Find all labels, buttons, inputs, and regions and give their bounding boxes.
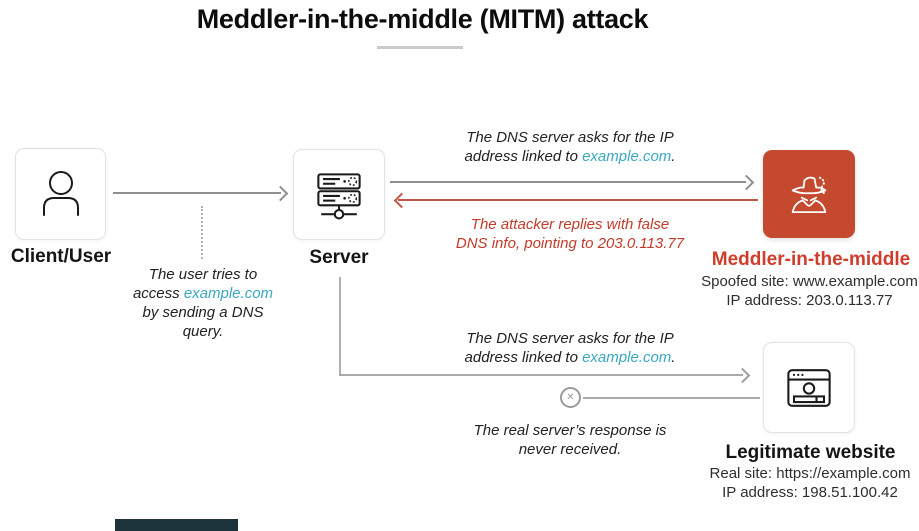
website-real-site: Real site: https://example.com [709, 465, 911, 482]
attacker-ip-address: IP address: 203.0.113.77 [726, 292, 893, 309]
attacker-reply-text: The attacker replies with false DNS info… [420, 215, 720, 253]
website-node-box [763, 342, 855, 433]
attacker-spoofed-site: Spoofed site: www.example.com [701, 273, 918, 290]
example-com-link-text: example.com [582, 148, 672, 165]
dns-ask-line1: The DNS server asks for the IP [466, 129, 674, 146]
dns-ask-line2: address linked to example.com. [425, 348, 715, 367]
website-label: Legitimate website [725, 442, 896, 463]
arrowhead-right-icon [738, 174, 755, 191]
arrow-client-to-server [113, 192, 281, 194]
blocked-line1: The real server’s response is [473, 422, 667, 439]
dns-ask-line2-pre: address linked to [464, 148, 583, 165]
title-underline [377, 46, 463, 49]
person-icon [31, 164, 91, 224]
attacker-node-box [763, 150, 855, 238]
blocked-line2: never received. [518, 441, 622, 458]
server-icon [309, 165, 369, 225]
arrow-attacker-to-server [398, 199, 758, 201]
dns-ask-line2-post: . [671, 148, 676, 165]
blocked-response-text: The real server’s response is never rece… [430, 421, 710, 459]
attacker-reply-line2: DNS info, pointing to 203.0.113.77 [455, 235, 685, 252]
arrowhead-right-icon [734, 367, 751, 384]
server-label: Server [309, 247, 369, 268]
connector-server-down [339, 277, 341, 375]
video-progress-bar[interactable] [115, 519, 238, 531]
website-ip-address: IP address: 198.51.100.42 [722, 484, 898, 501]
blocked-response-line [583, 397, 760, 399]
dotted-callout-line [201, 206, 203, 259]
user-query-line3: by sending a DNS [142, 304, 264, 321]
dns-ask-line2-post: . [671, 349, 676, 366]
arrowhead-right-icon [272, 185, 289, 202]
dns-ask-line2: address linked to example.com. [425, 147, 715, 166]
arrowhead-left-icon [393, 192, 410, 209]
attacker-label: Meddler-in-the-middle [711, 249, 911, 270]
dns-ask-line1: The DNS server asks for the IP [466, 330, 674, 347]
dns-ask-bottom-text: The DNS server asks for the IP address l… [425, 329, 715, 367]
page-title: Meddler-in-the-middle (MITM) attack [196, 4, 649, 34]
attacker-reply-line1: The attacker replies with false [470, 216, 670, 233]
client-node-box [15, 148, 106, 240]
arrow-server-to-website [339, 374, 743, 376]
example-com-link-text: example.com [183, 285, 274, 302]
user-query-line2-pre: access [132, 285, 184, 302]
dns-ask-line2-pre: address linked to [464, 349, 583, 366]
spy-icon [780, 165, 838, 223]
dns-ask-top-text: The DNS server asks for the IP address l… [425, 128, 715, 166]
blocked-icon: ✕ [560, 387, 581, 408]
browser-icon [779, 358, 839, 418]
user-query-line2: access example.com [126, 284, 280, 303]
arrow-server-to-attacker [390, 181, 746, 183]
user-query-text: The user tries to access example.com by … [126, 265, 280, 341]
user-query-line1: The user tries to [148, 266, 258, 283]
example-com-link-text: example.com [582, 349, 672, 366]
user-query-line4: query. [182, 323, 224, 340]
client-label: Client/User [10, 246, 112, 267]
server-node-box [293, 149, 385, 240]
